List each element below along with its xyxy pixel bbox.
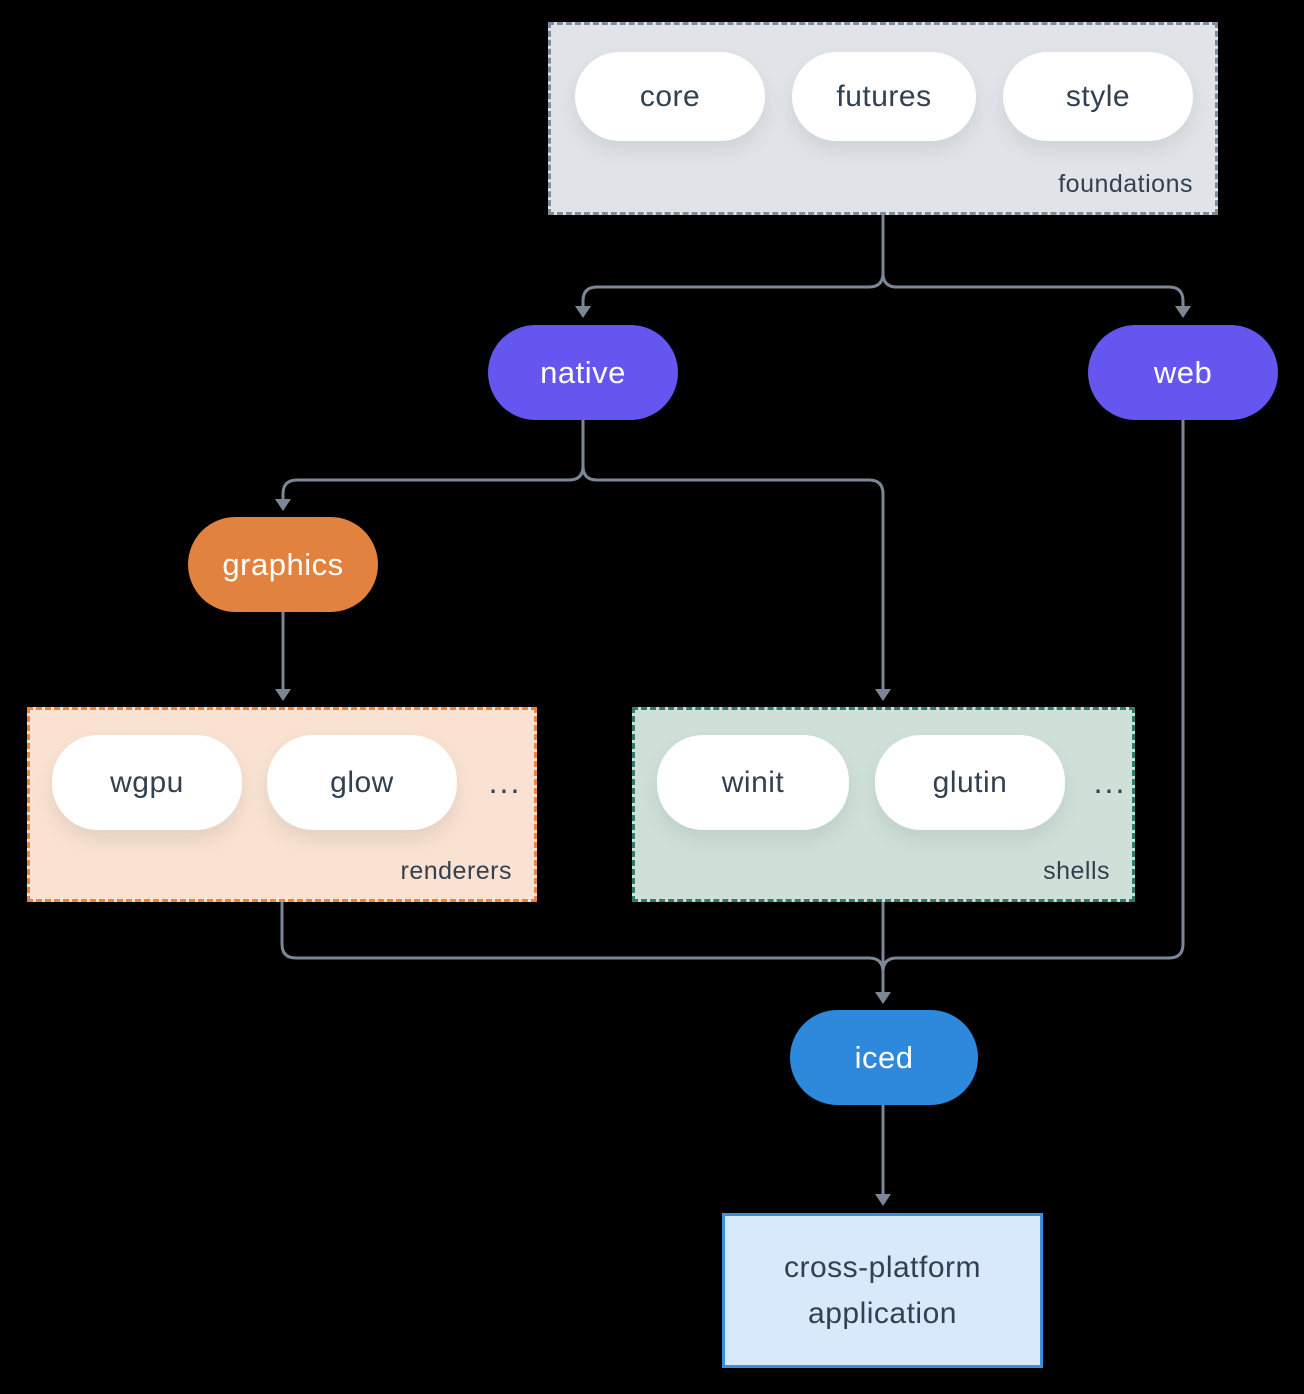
pill-core: core <box>575 52 765 141</box>
edge-native-shells <box>581 419 891 701</box>
group-label-foundations: foundations <box>1058 170 1193 198</box>
edge-renderers-iced <box>280 900 885 974</box>
application-line1: cross-platform <box>783 1250 982 1284</box>
pill-style: style <box>1003 52 1193 141</box>
edge-native-graphics <box>275 419 585 511</box>
pill-futures: futures <box>792 52 976 141</box>
node-web: web <box>1088 325 1278 420</box>
group-foundations: core futures style foundations <box>548 22 1218 215</box>
pill-glow: glow <box>267 735 457 830</box>
edge-foundations-web <box>881 213 1191 318</box>
group-renderers: wgpu glow ... renderers <box>27 707 537 902</box>
pill-winit: winit <box>657 735 849 830</box>
node-graphics: graphics <box>188 517 378 612</box>
shells-ellipsis: ... <box>1093 764 1127 800</box>
group-label-shells: shells <box>1043 857 1110 885</box>
application-box: cross-platform application <box>722 1213 1043 1368</box>
renderers-ellipsis: ... <box>488 764 522 800</box>
edge-foundations-native <box>575 213 885 318</box>
group-label-renderers: renderers <box>400 857 512 885</box>
node-native: native <box>488 325 678 420</box>
group-shells: winit glutin ... shells <box>632 707 1135 902</box>
pill-wgpu: wgpu <box>52 735 242 830</box>
node-iced: iced <box>790 1010 978 1105</box>
application-line2: application <box>808 1296 957 1330</box>
pill-glutin: glutin <box>875 735 1065 830</box>
